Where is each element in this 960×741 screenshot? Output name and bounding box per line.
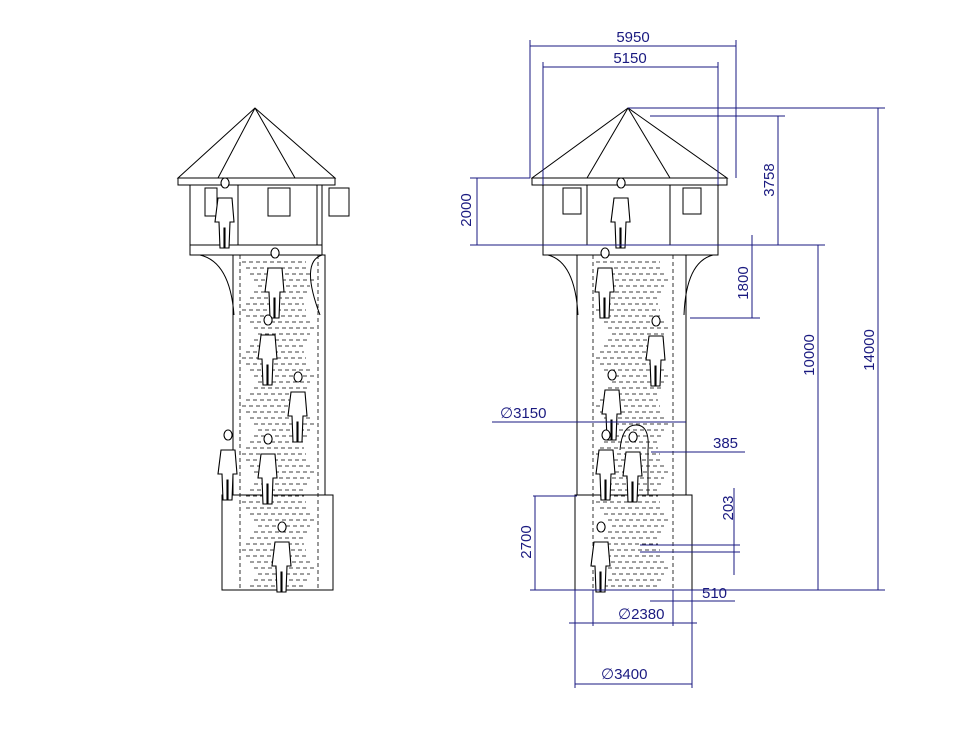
dim-cabin-height: 2000	[458, 193, 475, 226]
dim-shaft-diameter: ∅3150	[500, 405, 546, 422]
dim-wall-thickness: 385	[713, 435, 738, 452]
right-base	[574, 494, 693, 591]
right-cabin	[542, 184, 719, 246]
left-cabin	[189, 184, 323, 246]
person-figure	[271, 521, 292, 593]
left-tower-elevation	[176, 107, 350, 593]
dimension-lines	[470, 40, 885, 688]
person-figure	[257, 433, 278, 505]
person-figure	[257, 314, 278, 386]
dimension-labels: 5950 5150 3758 14000 10000 2000 1800 ∅31…	[458, 29, 878, 683]
person-figure	[622, 431, 643, 503]
right-window	[682, 187, 702, 215]
right-roof	[530, 107, 729, 179]
person-figure	[595, 429, 616, 501]
person-figure	[601, 369, 622, 441]
dim-top-outer: 5950	[616, 29, 649, 46]
dim-base-diameter: ∅3400	[601, 666, 647, 683]
dim-bracket-height: 1800	[735, 266, 752, 299]
person-figure	[590, 521, 611, 593]
dim-base-height: 2700	[518, 525, 535, 558]
right-window	[562, 187, 582, 215]
left-roof	[176, 107, 337, 179]
left-window	[328, 187, 350, 217]
dim-total-height: 14000	[861, 329, 878, 371]
dim-shaft-height: 10000	[801, 334, 818, 376]
dim-base-offset: 510	[702, 585, 727, 602]
dim-top-inner: 5150	[613, 50, 646, 67]
person-figure	[217, 429, 238, 501]
left-window	[204, 187, 218, 217]
person-figure	[594, 247, 615, 319]
dim-step-rise: 203	[720, 495, 737, 520]
left-brackets	[199, 254, 323, 316]
right-tower-section	[530, 107, 729, 593]
person-figure	[287, 371, 308, 443]
left-window	[267, 187, 291, 217]
right-brackets	[547, 254, 714, 316]
dim-inner-diameter: ∅2380	[618, 606, 664, 623]
person-figure	[264, 247, 285, 319]
dim-roof-height: 3758	[761, 163, 778, 196]
person-figure	[645, 315, 666, 387]
person-figure	[214, 177, 235, 249]
person-figure	[610, 177, 631, 249]
